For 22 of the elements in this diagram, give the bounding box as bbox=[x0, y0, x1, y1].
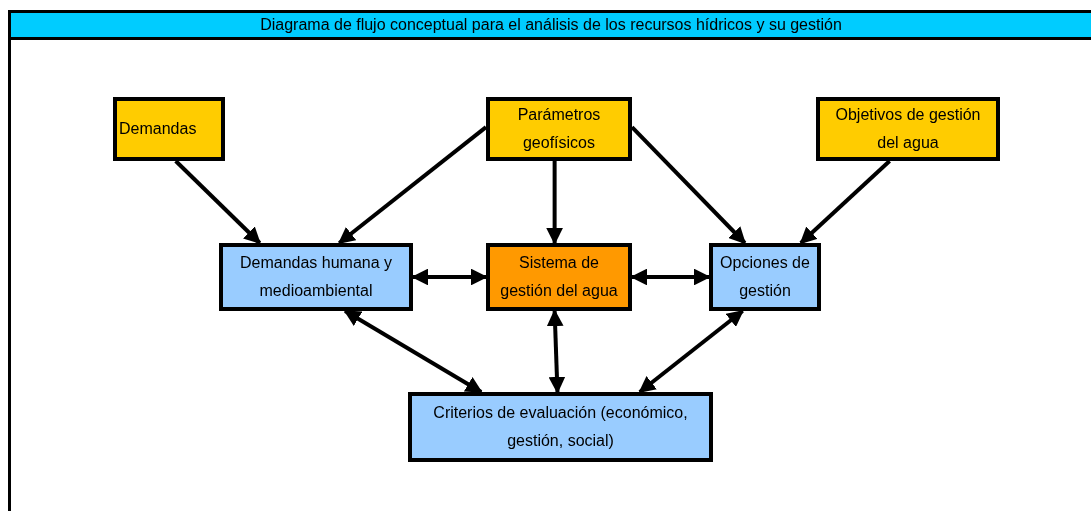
box-label: Demandas bbox=[119, 119, 197, 139]
process-box bbox=[486, 243, 632, 311]
process-box bbox=[408, 392, 713, 462]
process-box bbox=[486, 97, 632, 161]
process-box bbox=[816, 97, 1000, 161]
arrow bbox=[337, 125, 488, 245]
arrow bbox=[638, 309, 744, 394]
arrow bbox=[343, 309, 483, 394]
box-label: Opciones de gestión bbox=[719, 253, 811, 301]
arrow bbox=[546, 161, 563, 245]
arrow bbox=[546, 309, 566, 394]
title-bar: Diagrama de flujo conceptual para el análisis de los recursos hídricos y su gestión bbox=[8, 10, 1091, 40]
arrow bbox=[174, 159, 262, 245]
process-box bbox=[709, 243, 821, 311]
process-box bbox=[113, 97, 225, 161]
box-label: Parámetros geofísicos bbox=[516, 105, 602, 153]
box-label: Sistema de gestión del agua bbox=[499, 253, 619, 301]
box-label: Objetivos de gestión del agua bbox=[834, 105, 982, 153]
box-label: Criterios de evaluación (económico, gestión, social) bbox=[432, 403, 689, 451]
process-box bbox=[219, 243, 413, 311]
arrow bbox=[799, 159, 891, 245]
box-label: Demandas humana y medioambiental bbox=[238, 253, 394, 301]
